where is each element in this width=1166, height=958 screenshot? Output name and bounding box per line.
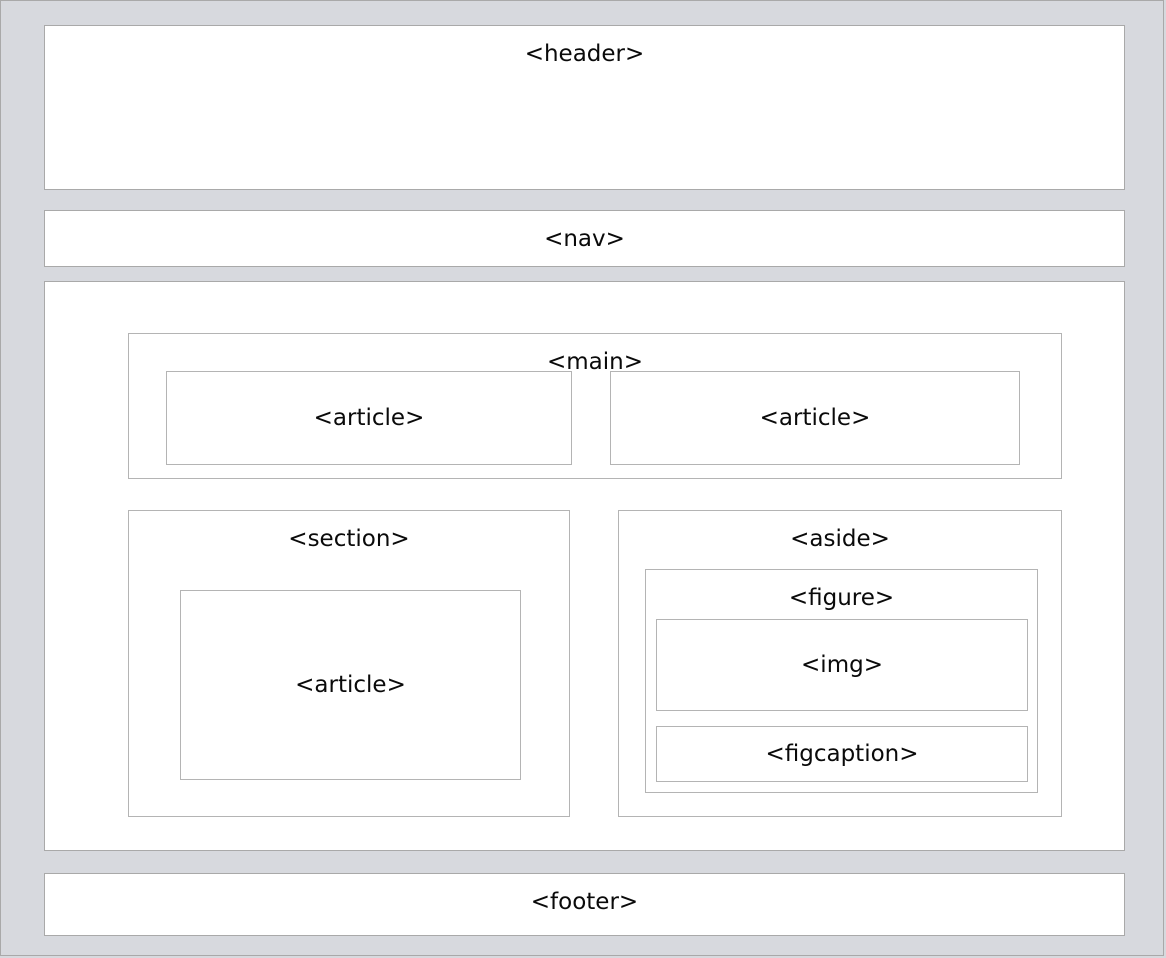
aside-tag-label: <aside>	[790, 526, 890, 552]
nav-tag-label: <nav>	[544, 226, 625, 252]
article-tag-label: <article>	[759, 405, 871, 431]
figcaption-element-box: <figcaption>	[656, 726, 1028, 782]
footer-element-box: <footer>	[44, 873, 1125, 936]
article-element-box-top-right: <article>	[610, 371, 1020, 465]
article-element-box-top-left: <article>	[166, 371, 572, 465]
article-element-box-in-section: <article>	[180, 590, 521, 780]
article-tag-label: <article>	[295, 672, 406, 698]
footer-tag-label: <footer>	[530, 889, 639, 915]
section-tag-label: <section>	[288, 526, 410, 552]
figcaption-tag-label: <figcaption>	[765, 741, 919, 767]
main-tag-label: <main>	[546, 349, 643, 375]
img-tag-label: <img>	[801, 652, 883, 678]
section-element-box: <section> <article>	[128, 510, 570, 817]
nav-element-box: <nav>	[44, 210, 1125, 267]
figure-tag-label: <figure>	[788, 585, 895, 611]
img-element-box: <img>	[656, 619, 1028, 711]
figure-element-box: <figure> <img> <figcaption>	[645, 569, 1038, 793]
aside-element-box: <aside> <figure> <img> <figcaption>	[618, 510, 1062, 817]
article-tag-label: <article>	[313, 405, 425, 431]
content-wrapper-box: <main> <article> <article> <section> <ar…	[44, 281, 1125, 851]
main-element-box: <main> <article> <article>	[128, 333, 1062, 479]
header-element-box: <header>	[44, 25, 1125, 190]
header-tag-label: <header>	[524, 41, 645, 67]
